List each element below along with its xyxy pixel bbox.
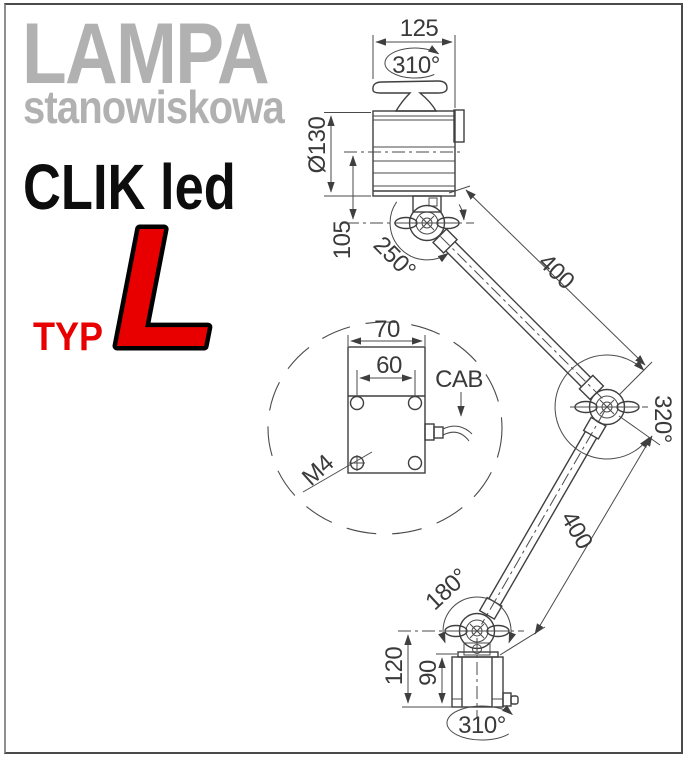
thread-label: M4: [297, 449, 339, 491]
cable-callout: CAB: [424, 366, 483, 442]
hole-spacing-dimension: 60: [356, 352, 416, 397]
type-label: TYP: [33, 315, 104, 359]
brand-title: LAMPA: [22, 6, 270, 102]
thread-callout: M4: [297, 449, 373, 493]
cable-line: [442, 425, 473, 435]
head-offset-dimension: 105: [329, 155, 357, 260]
dim-lower-arm-length: 400: [555, 507, 598, 554]
detail-bubble: [267, 321, 503, 535]
plate-width-dimension: 70: [347, 316, 426, 346]
base-joint: 180°: [398, 563, 524, 650]
base-rotation-label: 310°: [458, 712, 506, 739]
lower-arm-dimension: 400: [499, 435, 653, 656]
lamp-head-body: [344, 109, 465, 213]
head-rotation-arc: 310°: [384, 45, 440, 79]
base-body: [451, 638, 519, 718]
upper-arm-dimension: 400: [448, 185, 646, 366]
elbow-angle-label: 320°: [649, 395, 676, 443]
lower-arm: [478, 411, 607, 625]
head-joint-angle-label: 250°: [368, 231, 421, 284]
base-joint-angle-label: 180°: [420, 563, 473, 615]
dim-base-body-height: 90: [415, 660, 442, 686]
elbow-joint: 320°: [554, 354, 676, 460]
head-joint: 250°: [346, 201, 474, 284]
base-body-height-dimension: 90: [415, 653, 457, 704]
head-knob: [372, 80, 448, 112]
mount-plate-detail: 70 60 CAB M4: [267, 316, 503, 535]
base-total-height-dimension: 120: [381, 634, 452, 708]
cable-label: CAB: [435, 366, 483, 393]
head-width-dimension: 125: [372, 15, 456, 108]
dim-hole-spacing: 60: [376, 352, 402, 379]
dim-plate-width: 70: [374, 316, 400, 343]
product-name: CLIK led: [23, 151, 236, 223]
type-letter-text: L: [114, 208, 218, 368]
dim-head-width: 125: [400, 15, 439, 42]
brand-subtitle: stanowiskowa: [23, 81, 285, 133]
head-rotation-label: 310°: [392, 52, 440, 79]
dim-base-total-height: 120: [381, 647, 408, 686]
dim-upper-arm-length: 400: [533, 249, 580, 295]
dim-head-offset: 105: [329, 221, 356, 260]
base-rotation-arc: 310°: [446, 705, 513, 741]
type-letter: L: [110, 208, 223, 368]
dim-head-diameter: Ø130: [304, 116, 331, 173]
head-diameter-dimension: Ø130: [304, 112, 371, 197]
